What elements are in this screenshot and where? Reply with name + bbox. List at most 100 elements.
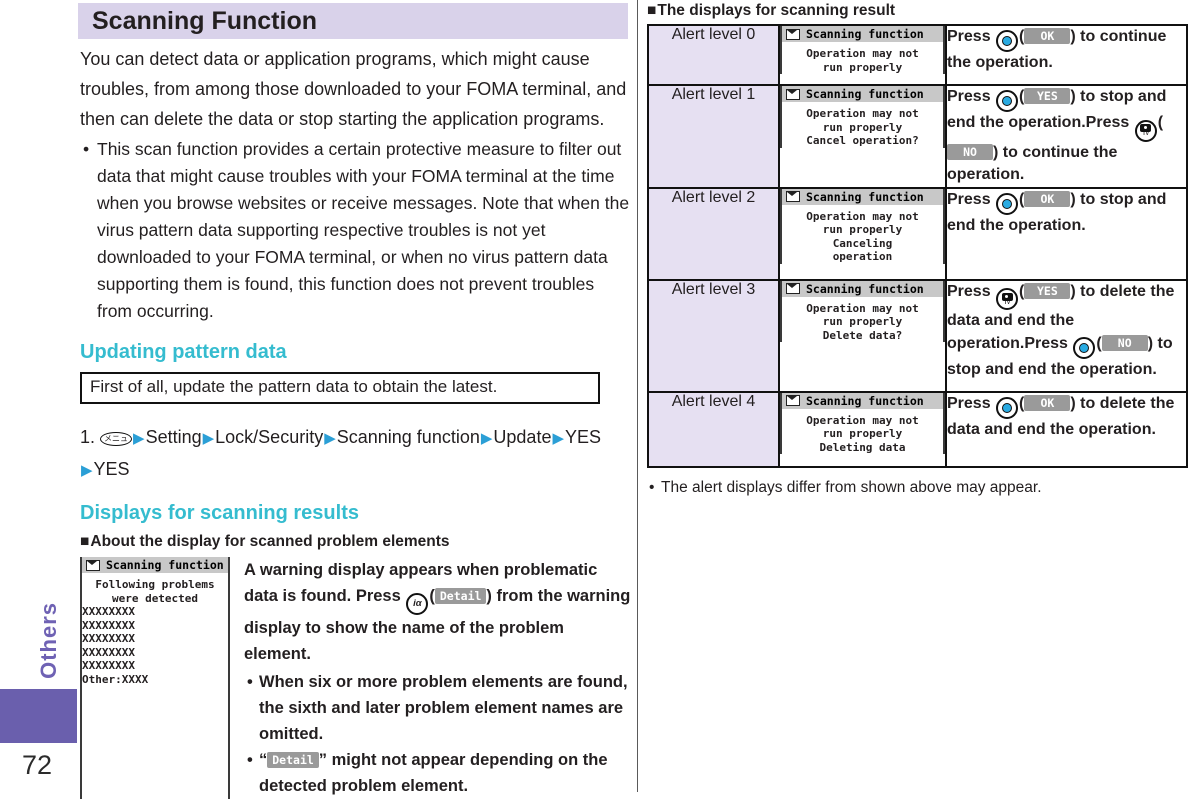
alert-instruction-cell: Press (YES) to stop and end the operatio… xyxy=(945,84,1188,189)
screen-line: operation xyxy=(832,250,893,263)
screen-line: Canceling xyxy=(832,236,893,250)
screen-titlebar: Scanning function xyxy=(782,86,943,104)
softkey-badge: Detail xyxy=(434,588,487,604)
alert-level-cell: Alert level 2 xyxy=(647,186,780,281)
screen-line: Operation may not xyxy=(806,209,919,223)
screen-line: run properly xyxy=(822,60,903,74)
path-arrow-icon: ▶ xyxy=(324,430,336,447)
alert-level-cell: Alert level 1 xyxy=(647,84,780,189)
alert-level-cell: Alert level 4 xyxy=(647,390,780,468)
table-footnote: The alert displays differ from shown abo… xyxy=(647,477,1188,498)
path-item: YES xyxy=(565,427,602,447)
sidebar-tab-marker xyxy=(0,689,77,743)
screen-line: Delete data? xyxy=(822,328,903,342)
envelope-icon xyxy=(786,283,800,294)
screen-line: Operation may not xyxy=(806,107,919,120)
softkey-badge: OK xyxy=(1024,394,1071,411)
screen-titlebar: Scanning function xyxy=(782,26,943,44)
heading-updating-pattern-data: Updating pattern data xyxy=(80,341,287,363)
softkey-badge: NO xyxy=(1101,334,1148,351)
softkey-badge: YES xyxy=(1024,282,1071,299)
sidebar-section-label: Others xyxy=(24,585,74,695)
screen-line: run properly xyxy=(822,120,903,134)
alert-instruction-cell: Press (OK) to delete the data and end th… xyxy=(945,390,1188,468)
heading-displays-for-scanning-result: The displays for scanning result xyxy=(647,2,1188,20)
screen-line: Operation may not xyxy=(806,413,919,427)
section-title-band: Scanning Function xyxy=(78,3,628,39)
ok-key-dot xyxy=(1002,96,1013,106)
ok-key xyxy=(1073,336,1096,359)
camera-key: TV xyxy=(996,288,1019,310)
screen-title: Scanning function xyxy=(806,281,924,296)
page-number: 72 xyxy=(22,750,53,780)
note-box: First of all, update the pattern data to… xyxy=(80,372,600,404)
screen-titlebar: Scanning function xyxy=(782,188,943,207)
step-1-path: 1. メニュ▶Setting▶Lock/Security▶Scanning fu… xyxy=(80,427,602,479)
ok-key-dot xyxy=(1079,342,1090,353)
alert-instruction-cell: Press (OK) to continue the operation. xyxy=(945,24,1188,86)
screen-titlebar: Scanning function xyxy=(82,557,228,575)
subheading-about-display: About the display for scanned problem el… xyxy=(80,533,632,551)
alert-level-cell: Alert level 0 xyxy=(647,24,780,86)
screen-line: were detected xyxy=(111,591,199,605)
path-arrow-icon: ▶ xyxy=(81,462,93,479)
path-item: Lock/Security xyxy=(215,427,324,447)
ok-key xyxy=(996,90,1019,112)
warning-description-bullets: When six or more problem elements are fo… xyxy=(244,669,632,799)
camera-key: TV xyxy=(1134,119,1157,142)
path-item: Scanning function xyxy=(336,427,480,447)
path-item: Update xyxy=(493,427,552,447)
screen-line: XXXXXXXX xyxy=(82,618,135,632)
right-column: The displays for scanning result Alert l… xyxy=(647,2,1188,498)
screen-line: Operation may not xyxy=(806,47,919,60)
screen-line: run properly xyxy=(822,427,903,440)
left-column: You can detect data or application progr… xyxy=(80,44,632,799)
screen-line: Other:XXXX xyxy=(82,672,149,686)
intro-paragraph: You can detect data or application progr… xyxy=(80,49,627,129)
ok-key-dot xyxy=(1002,198,1013,209)
screen-line: Deleting data xyxy=(819,440,906,454)
screen-line: XXXXXXXX xyxy=(82,632,135,645)
screen-title: Scanning function xyxy=(806,27,924,41)
intro-bullet: This scan function provides a certain pr… xyxy=(80,136,632,325)
description-bullet-2: “Detail” might not appear depending on t… xyxy=(244,747,632,799)
ok-key-dot xyxy=(1002,402,1013,413)
screen-line: run properly xyxy=(822,315,903,328)
alert-instruction-cell: Press (OK) to stop and end the operation… xyxy=(945,186,1188,281)
camera-glyph xyxy=(1140,124,1152,132)
screen-line: XXXXXXXX xyxy=(82,605,135,618)
path-item: Setting xyxy=(145,427,202,447)
envelope-icon xyxy=(86,559,100,571)
screen-title: Scanning function xyxy=(806,87,924,101)
envelope-icon xyxy=(786,28,800,40)
page-title: Scanning Function xyxy=(92,7,317,35)
screen-line: Operation may not xyxy=(806,301,919,315)
path-item: YES xyxy=(93,459,130,479)
column-divider xyxy=(637,0,638,792)
ok-key xyxy=(996,30,1019,52)
alert-instruction-cell: Press TV(YES) to delete the data and end… xyxy=(945,278,1188,393)
intro-bullet-list: This scan function provides a certain pr… xyxy=(80,136,632,325)
softkey-badge: Detail xyxy=(267,752,319,768)
tv-label: TV xyxy=(1003,299,1011,306)
screen-line: XXXXXXXX xyxy=(82,645,135,659)
